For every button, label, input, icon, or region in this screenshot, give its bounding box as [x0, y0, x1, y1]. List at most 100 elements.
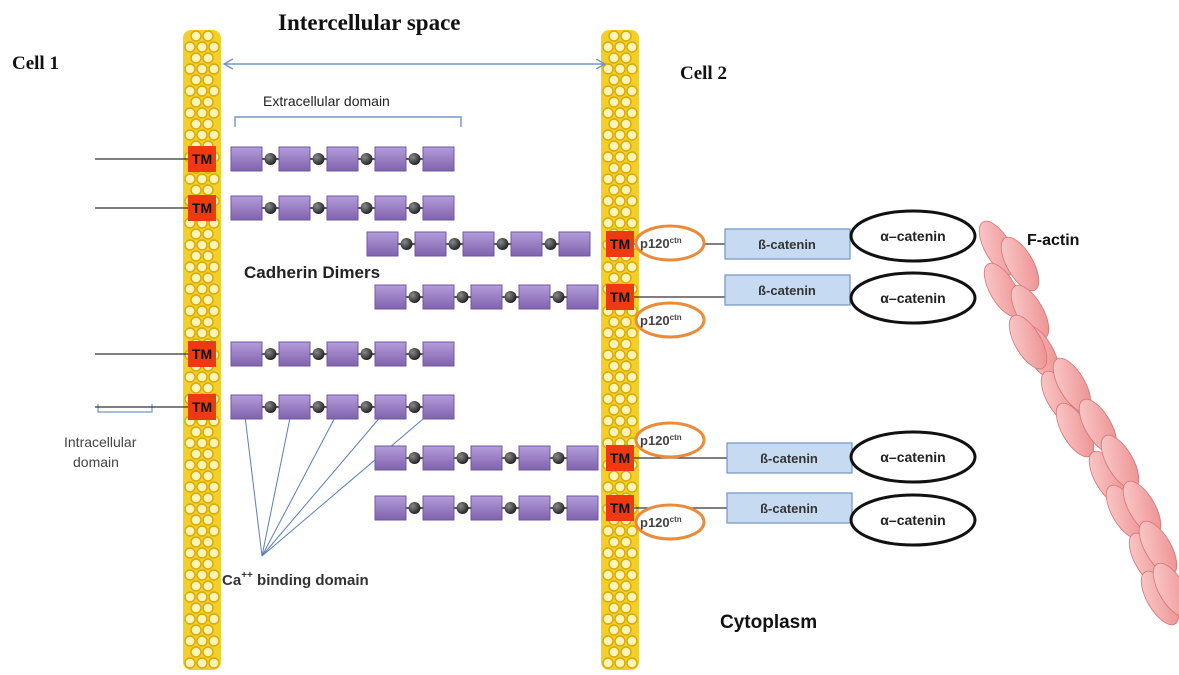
lipid-head-icon [602, 591, 614, 603]
lipid-head-icon [190, 470, 202, 482]
cadherin-ectodomain [326, 394, 359, 420]
calcium-bead-icon [264, 153, 277, 165]
lipid-head-icon [620, 162, 632, 174]
alpha-catenin [849, 271, 977, 325]
lipid-head-icon [626, 151, 638, 163]
lipid-head-icon [202, 316, 214, 328]
calcium-bead-icon [312, 401, 325, 413]
cadherin-ectodomain [278, 146, 311, 172]
lipid-head-icon [626, 217, 638, 229]
lipid-head-icon [202, 96, 214, 108]
lipid-head-icon [184, 327, 196, 339]
f-actin-label: F-actin [1027, 232, 1079, 249]
calcium-bead-icon [360, 401, 373, 413]
lipid-head-icon [208, 481, 220, 493]
cadherin-ectodomain [414, 231, 447, 257]
cadherin-ectodomain [510, 231, 543, 257]
tm-label: TM [192, 151, 212, 167]
p120-label: p120ctn [640, 433, 682, 448]
p120-catenin [634, 421, 706, 459]
lipid-head-icon [602, 41, 614, 53]
calcium-bead-icon [360, 202, 373, 214]
lipid-head-icon [614, 415, 626, 427]
extracellular-domain-bracket [234, 116, 462, 127]
cadherin-ectodomain [462, 231, 495, 257]
lipid-head-icon [208, 525, 220, 537]
cadherin-ectodomain [374, 284, 407, 310]
lipid-head-icon [196, 525, 208, 537]
lipid-head-icon [202, 52, 214, 64]
lipid-head-icon [196, 547, 208, 559]
lipid-head-icon [196, 459, 208, 471]
lipid-head-icon [620, 140, 632, 152]
lipid-head-icon [208, 613, 220, 625]
lipid-head-icon [626, 591, 638, 603]
calcium-bead-icon [456, 502, 469, 514]
lipid-head-icon [190, 382, 202, 394]
lipid-head-icon [202, 74, 214, 86]
lipid-head-icon [602, 393, 614, 405]
lipid-head-icon [614, 613, 626, 625]
lipid-head-icon [626, 613, 638, 625]
lipid-head-icon [620, 338, 632, 350]
lipid-head-icon [602, 327, 614, 339]
intracellular-domain-bracket [97, 404, 153, 413]
extracellular-domain-label: Extracellular domain [263, 93, 390, 109]
calcium-bead-icon [408, 502, 421, 514]
lipid-head-icon [626, 481, 638, 493]
lipid-head-icon [614, 547, 626, 559]
calcium-bead-icon [456, 452, 469, 464]
beta-catenin [726, 442, 853, 474]
alpha-catenin-label: α–catenin [880, 290, 945, 306]
tm-label: TM [192, 200, 212, 216]
cadherin-ectodomain [470, 495, 503, 521]
cadherin-ectodomain [374, 445, 407, 471]
lipid-head-icon [608, 536, 620, 548]
lipid-head-icon [626, 327, 638, 339]
lipid-head-icon [196, 129, 208, 141]
calcium-bead-icon [448, 238, 461, 250]
lipid-head-icon [184, 173, 196, 185]
calcium-bead-icon [312, 153, 325, 165]
cadherin-ectodomain [230, 394, 263, 420]
lipid-head-icon [626, 63, 638, 75]
calcium-bead-icon [544, 238, 557, 250]
calcium-bead-icon [552, 502, 565, 514]
calcium-binding-label: Ca++ binding domain [222, 570, 369, 589]
lipid-head-icon [196, 327, 208, 339]
cadherin-ectodomain [566, 445, 599, 471]
lipid-head-icon [608, 184, 620, 196]
lipid-head-icon [614, 591, 626, 603]
cadherin-ectodomain [374, 341, 407, 367]
lipid-head-icon [190, 448, 202, 460]
beta-catenin-label: ß-catenin [758, 283, 816, 298]
lipid-head-icon [602, 371, 614, 383]
lipid-head-icon [620, 602, 632, 614]
lipid-head-icon [208, 173, 220, 185]
beta-catenin-label: ß-catenin [760, 451, 818, 466]
lipid-head-icon [202, 624, 214, 636]
lipid-head-icon [196, 503, 208, 515]
calcium-binding-lines [243, 407, 437, 557]
cadherin-ectodomain [278, 394, 311, 420]
cell2-membrane [601, 30, 639, 670]
lipid-head-icon [202, 30, 214, 42]
lipid-head-icon [608, 382, 620, 394]
lipid-head-icon [184, 239, 196, 251]
lipid-head-icon [620, 52, 632, 64]
calcium-bead-icon [264, 348, 277, 360]
calcium-bead-icon [504, 291, 517, 303]
lipid-head-icon [608, 316, 620, 328]
lipid-head-icon [608, 360, 620, 372]
tm-domain-box [606, 284, 634, 310]
beta-catenin [724, 228, 851, 260]
lipid-head-icon [190, 250, 202, 262]
lipid-head-icon [208, 327, 220, 339]
lipid-head-icon [614, 129, 626, 141]
lipid-head-icon [202, 294, 214, 306]
actin-filament-icon [978, 220, 1179, 626]
lipid-head-icon [184, 85, 196, 97]
lipid-head-icon [602, 217, 614, 229]
lipid-head-icon [190, 272, 202, 284]
